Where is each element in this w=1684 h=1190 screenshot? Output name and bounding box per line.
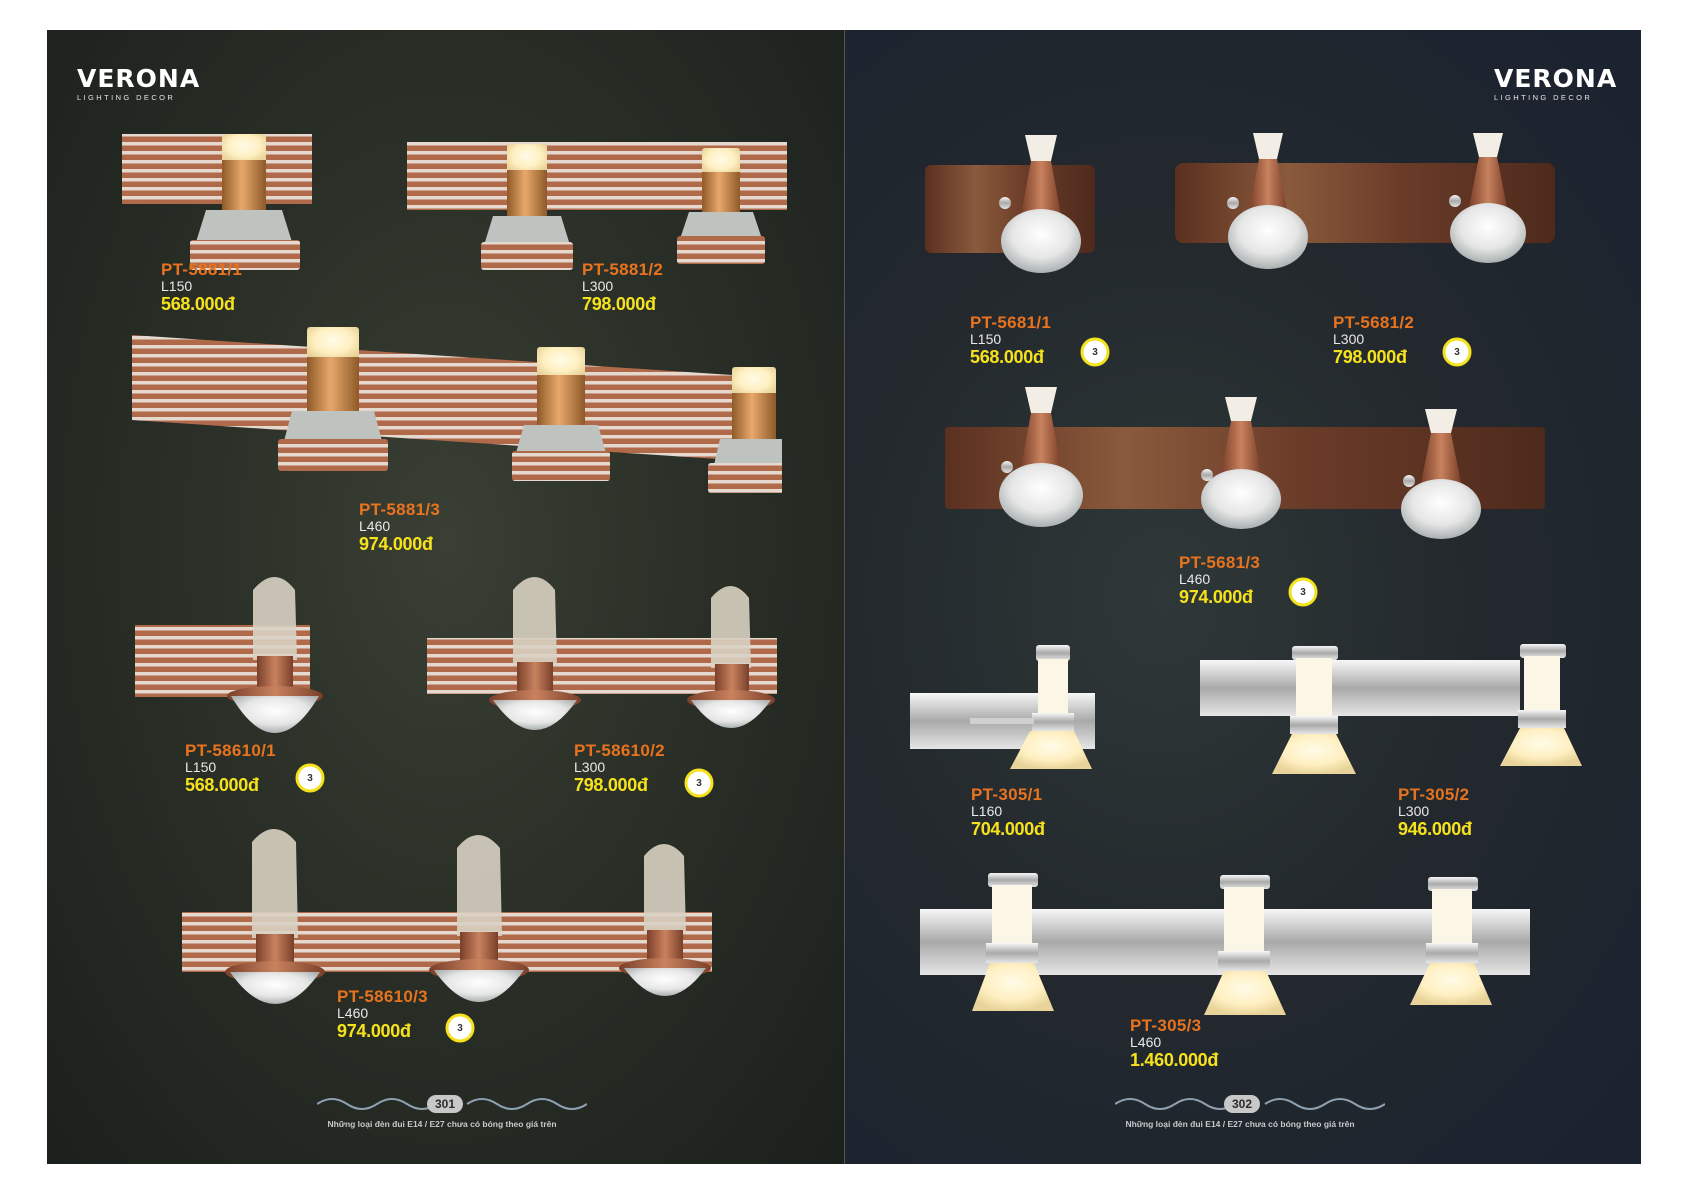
- lamp-image-pt-5681-3: [945, 387, 1545, 539]
- product-pt-58610-1: PT-58610/1 L150 568.000đ: [185, 741, 276, 796]
- footer-note: Những loại đèn đui E14 / E27 chưa có bón…: [327, 1119, 557, 1129]
- footer-ornament: [317, 1098, 587, 1110]
- lamp-image-pt-5681-1: [925, 135, 1095, 273]
- product-pt-58610-2: PT-58610/2 L300 798.000đ: [574, 741, 665, 796]
- product-pt-5881-3: PT-5881/3 L460 974.000đ: [359, 500, 440, 555]
- product-price: 798.000đ: [574, 775, 648, 795]
- product-length: L150: [161, 278, 193, 294]
- lamp-image-pt-5881-2: [407, 142, 787, 270]
- lamp-image-pt-58610-3: [182, 829, 712, 1004]
- three-mode-light-icon: 3: [295, 763, 325, 793]
- three-mode-light-icon: 3: [684, 768, 714, 798]
- svg-text:3: 3: [307, 773, 313, 784]
- product-code: PT-5681/1: [970, 313, 1052, 332]
- product-pt-58610-3: PT-58610/3 L460 974.000đ: [337, 987, 428, 1042]
- three-mode-light-icon: 3: [1080, 337, 1110, 367]
- product-pt-305-1: PT-305/1 L160 704.000đ: [971, 785, 1045, 840]
- product-price: 974.000đ: [337, 1021, 411, 1041]
- footer-note: Những loại đèn đui E14 / E27 chưa có bón…: [1125, 1119, 1355, 1129]
- page-number: 301: [427, 1095, 463, 1113]
- product-price: 568.000đ: [970, 347, 1044, 367]
- product-code: PT-305/2: [1398, 785, 1470, 804]
- lamp-image-pt-58610-1: [135, 577, 323, 733]
- catalog-page-left: VERONA LIGHTING DECOR PT-5881/1 L150 568…: [47, 30, 845, 1164]
- svg-text:3: 3: [1300, 587, 1306, 598]
- product-length: L300: [582, 278, 614, 294]
- catalog-page-right: VERONA LIGHTING DECOR PT-5681/1 L150 568…: [845, 30, 1641, 1164]
- brand-logo: VERONA LIGHTING DECOR: [77, 64, 201, 103]
- product-length: L160: [971, 803, 1003, 819]
- product-pt-305-3: PT-305/3 L460 1.460.000đ: [1130, 1016, 1218, 1071]
- product-length: L460: [337, 1005, 369, 1021]
- product-price: 974.000đ: [1179, 587, 1253, 607]
- product-price: 1.460.000đ: [1130, 1050, 1219, 1070]
- svg-text:3: 3: [1454, 347, 1460, 358]
- lamp-image-pt-305-1: [910, 645, 1095, 769]
- product-pt-5681-1: PT-5681/1 L150 568.000đ: [970, 313, 1051, 368]
- lamp-image-pt-305-3: [920, 873, 1530, 1015]
- product-price: 798.000đ: [582, 294, 656, 314]
- product-length: L460: [1130, 1034, 1162, 1050]
- page-number: 302: [1224, 1095, 1260, 1113]
- brand-name: VERONA: [1494, 64, 1618, 93]
- product-code: PT-58610/2: [574, 741, 665, 760]
- product-length: L460: [359, 518, 391, 534]
- svg-text:3: 3: [1092, 347, 1098, 358]
- lamp-image-pt-5881-3: [132, 327, 782, 493]
- product-length: L300: [574, 759, 606, 775]
- product-price: 568.000đ: [161, 294, 235, 314]
- product-length: L300: [1398, 803, 1430, 819]
- product-code: PT-58610/3: [337, 987, 428, 1006]
- product-price: 946.000đ: [1398, 819, 1472, 839]
- product-price: 568.000đ: [185, 775, 259, 795]
- lamp-image-pt-58610-2: [427, 577, 777, 730]
- lamp-image-pt-305-2: [1200, 644, 1582, 774]
- product-price: 798.000đ: [1333, 347, 1407, 367]
- product-length: L150: [185, 759, 217, 775]
- brand-tagline: LIGHTING DECOR: [1494, 93, 1593, 102]
- brand-logo: VERONA LIGHTING DECOR: [1494, 64, 1618, 103]
- product-pt-5881-2: PT-5881/2 L300 798.000đ: [582, 260, 663, 315]
- product-code: PT-305/1: [971, 785, 1043, 804]
- product-length: L150: [970, 331, 1002, 347]
- product-code: PT-5881/3: [359, 500, 441, 519]
- product-code: PT-5881/1: [161, 260, 243, 279]
- product-pt-5681-2: PT-5681/2 L300 798.000đ: [1333, 313, 1414, 368]
- footer-ornament: [1115, 1098, 1385, 1110]
- three-mode-light-icon: 3: [445, 1013, 475, 1043]
- product-pt-5681-3: PT-5681/3 L460 974.000đ: [1179, 553, 1260, 608]
- product-code: PT-5681/3: [1179, 553, 1261, 572]
- three-mode-light-icon: 3: [1288, 577, 1318, 607]
- product-code: PT-58610/1: [185, 741, 276, 760]
- brand-tagline: LIGHTING DECOR: [77, 93, 176, 102]
- product-price: 704.000đ: [971, 819, 1045, 839]
- product-code: PT-5881/2: [582, 260, 664, 279]
- page-divider: [844, 30, 845, 1164]
- svg-text:3: 3: [696, 778, 702, 789]
- product-pt-305-2: PT-305/2 L300 946.000đ: [1398, 785, 1472, 840]
- product-length: L460: [1179, 571, 1211, 587]
- product-code: PT-305/3: [1130, 1016, 1202, 1035]
- lamp-image-pt-5881-1: [122, 134, 312, 270]
- product-length: L300: [1333, 331, 1365, 347]
- product-pt-5881-1: PT-5881/1 L150 568.000đ: [161, 260, 242, 315]
- product-code: PT-5681/2: [1333, 313, 1415, 332]
- lamp-image-pt-5681-2: [1175, 133, 1555, 269]
- brand-name: VERONA: [77, 64, 201, 93]
- svg-text:3: 3: [457, 1023, 463, 1034]
- three-mode-light-icon: 3: [1442, 337, 1472, 367]
- product-price: 974.000đ: [359, 534, 433, 554]
